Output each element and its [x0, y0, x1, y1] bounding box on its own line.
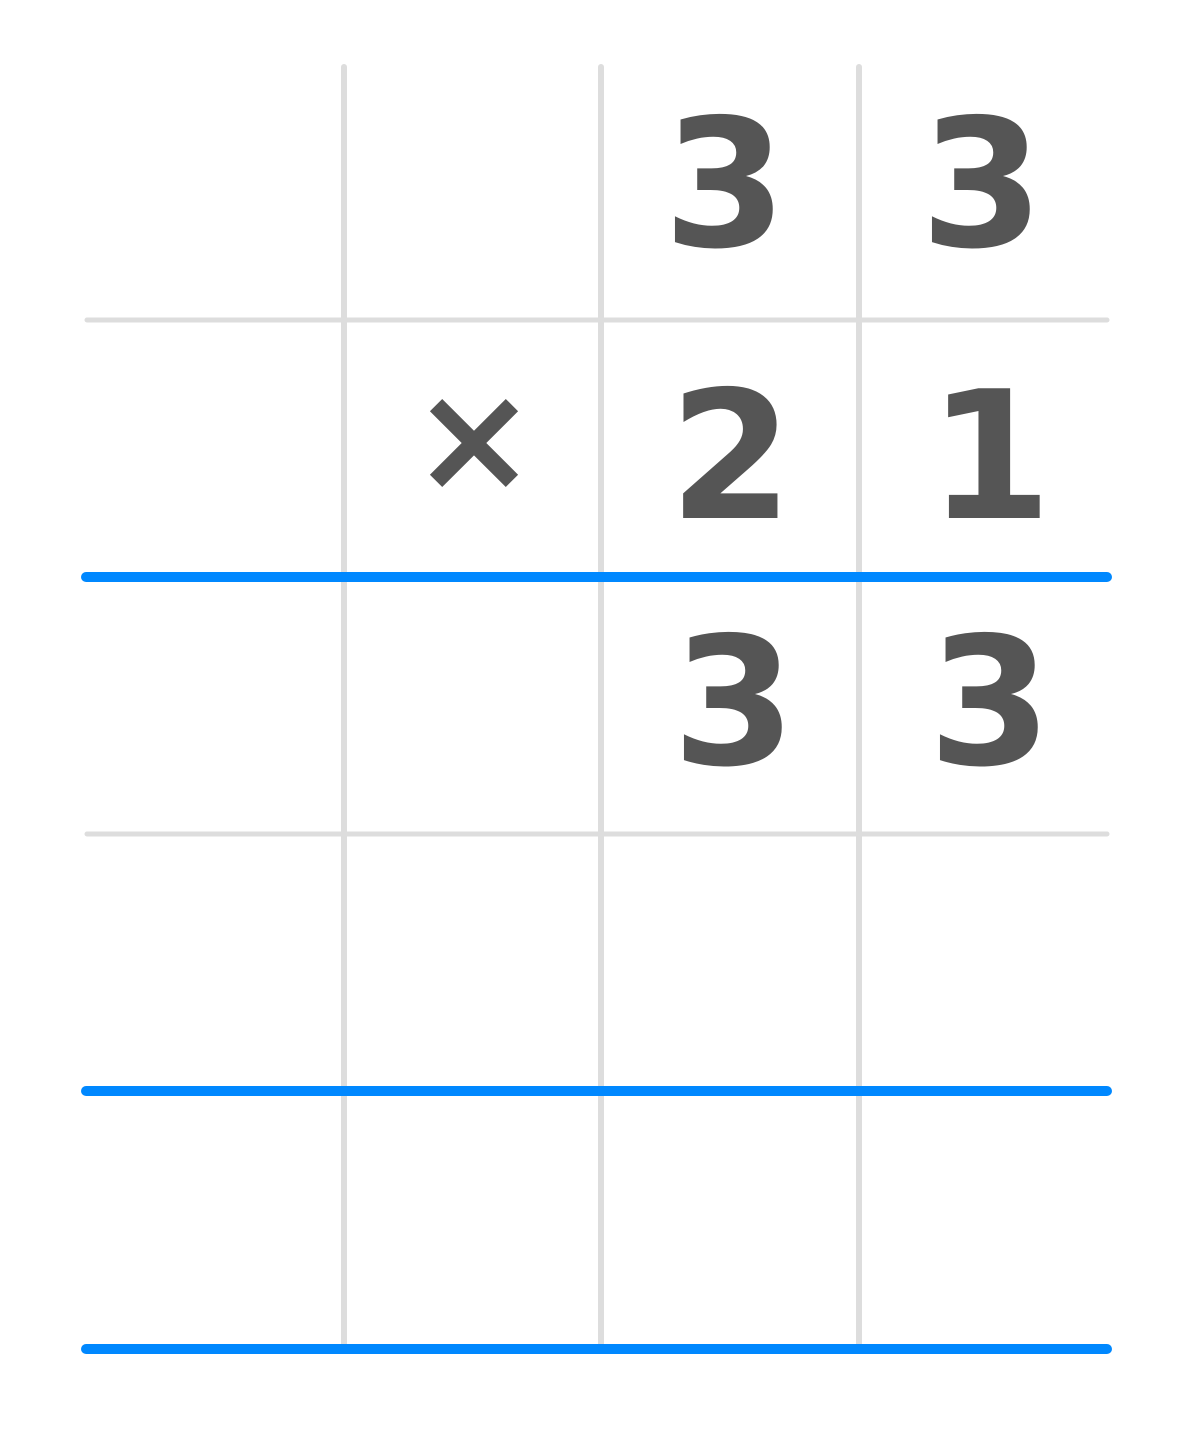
multiplier-digit-ones: 1 [928, 353, 1052, 560]
row-dividers [84, 317, 1110, 837]
multiplicand-digit-tens: 3 [663, 81, 787, 288]
partial-product-row-1: 3 3 [672, 599, 1052, 806]
multiplier-digit-tens: 2 [669, 353, 793, 560]
multiply-operator: × [411, 352, 537, 526]
partial-product-digit-tens: 3 [672, 599, 796, 806]
partial-product-digit-ones: 3 [928, 599, 1052, 806]
answer-lines [81, 572, 1112, 1354]
multiplier-row: × 2 1 [411, 352, 1052, 560]
multiplicand-row: 3 3 [663, 81, 1044, 288]
column-dividers [341, 64, 862, 1348]
multiplicand-digit-ones: 3 [920, 81, 1044, 288]
